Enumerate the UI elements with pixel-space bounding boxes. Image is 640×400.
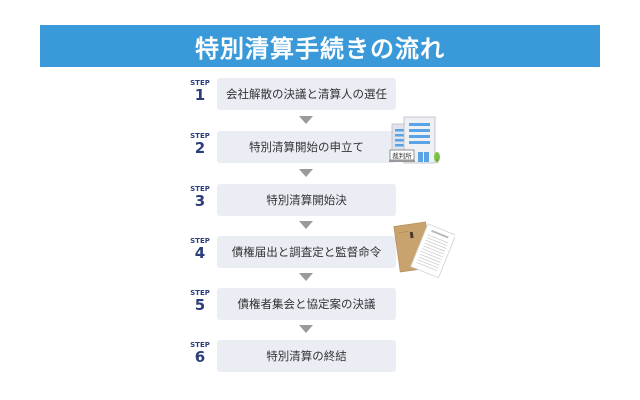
step-number: 5 xyxy=(194,296,206,314)
down-arrow-icon xyxy=(299,325,313,333)
step-word: STEP xyxy=(190,237,210,245)
step-box: 会社解散の決議と清算人の選任 xyxy=(217,78,396,110)
step-label: STEP 3 xyxy=(180,184,220,209)
page-title: 特別清算手続きの流れ xyxy=(195,34,445,63)
step-label: STEP 6 xyxy=(180,340,220,365)
court-building-icon: 裁判所 xyxy=(389,116,440,164)
down-arrow-icon xyxy=(299,116,313,124)
step-label: STEP 4 xyxy=(180,236,220,261)
step-number: 6 xyxy=(194,348,206,366)
step-1: STEP 1 会社解散の決議と清算人の選任 xyxy=(180,78,400,112)
step-label: STEP 1 xyxy=(180,78,220,103)
court-sign: 裁判所 xyxy=(392,151,412,160)
step-box: 特別清算開始の申立て xyxy=(217,131,396,163)
step-word: STEP xyxy=(190,341,210,349)
step-6: STEP 6 特別清算の終結 xyxy=(180,340,400,374)
step-box: 特別清算の終結 xyxy=(217,340,396,372)
step-number: 3 xyxy=(194,192,206,210)
step-5: STEP 5 債権者集会と協定案の決議 xyxy=(180,288,400,322)
step-word: STEP xyxy=(190,132,210,140)
step-number: 4 xyxy=(194,244,206,262)
step-box: 債権届出と調査定と監督命令 xyxy=(217,236,396,268)
step-3: STEP 3 特別清算開始決 xyxy=(180,184,400,218)
down-arrow-icon xyxy=(299,273,313,281)
step-4: STEP 4 債権届出と調査定と監督命令 xyxy=(180,236,400,270)
down-arrow-icon xyxy=(299,169,313,177)
down-arrow-icon xyxy=(299,221,313,229)
step-label: STEP 2 xyxy=(180,131,220,156)
step-2: STEP 2 特別清算開始の申立て xyxy=(180,131,400,165)
step-number: 1 xyxy=(194,86,206,104)
step-label: STEP 5 xyxy=(180,288,220,313)
documents-icon xyxy=(393,221,455,279)
step-word: STEP xyxy=(190,185,210,193)
step-box: 債権者集会と協定案の決議 xyxy=(217,288,396,320)
title-banner: 特別清算手続きの流れ xyxy=(40,25,600,67)
step-number: 2 xyxy=(194,139,206,157)
step-word: STEP xyxy=(190,289,210,297)
step-word: STEP xyxy=(190,79,210,87)
step-box: 特別清算開始決 xyxy=(217,184,396,216)
